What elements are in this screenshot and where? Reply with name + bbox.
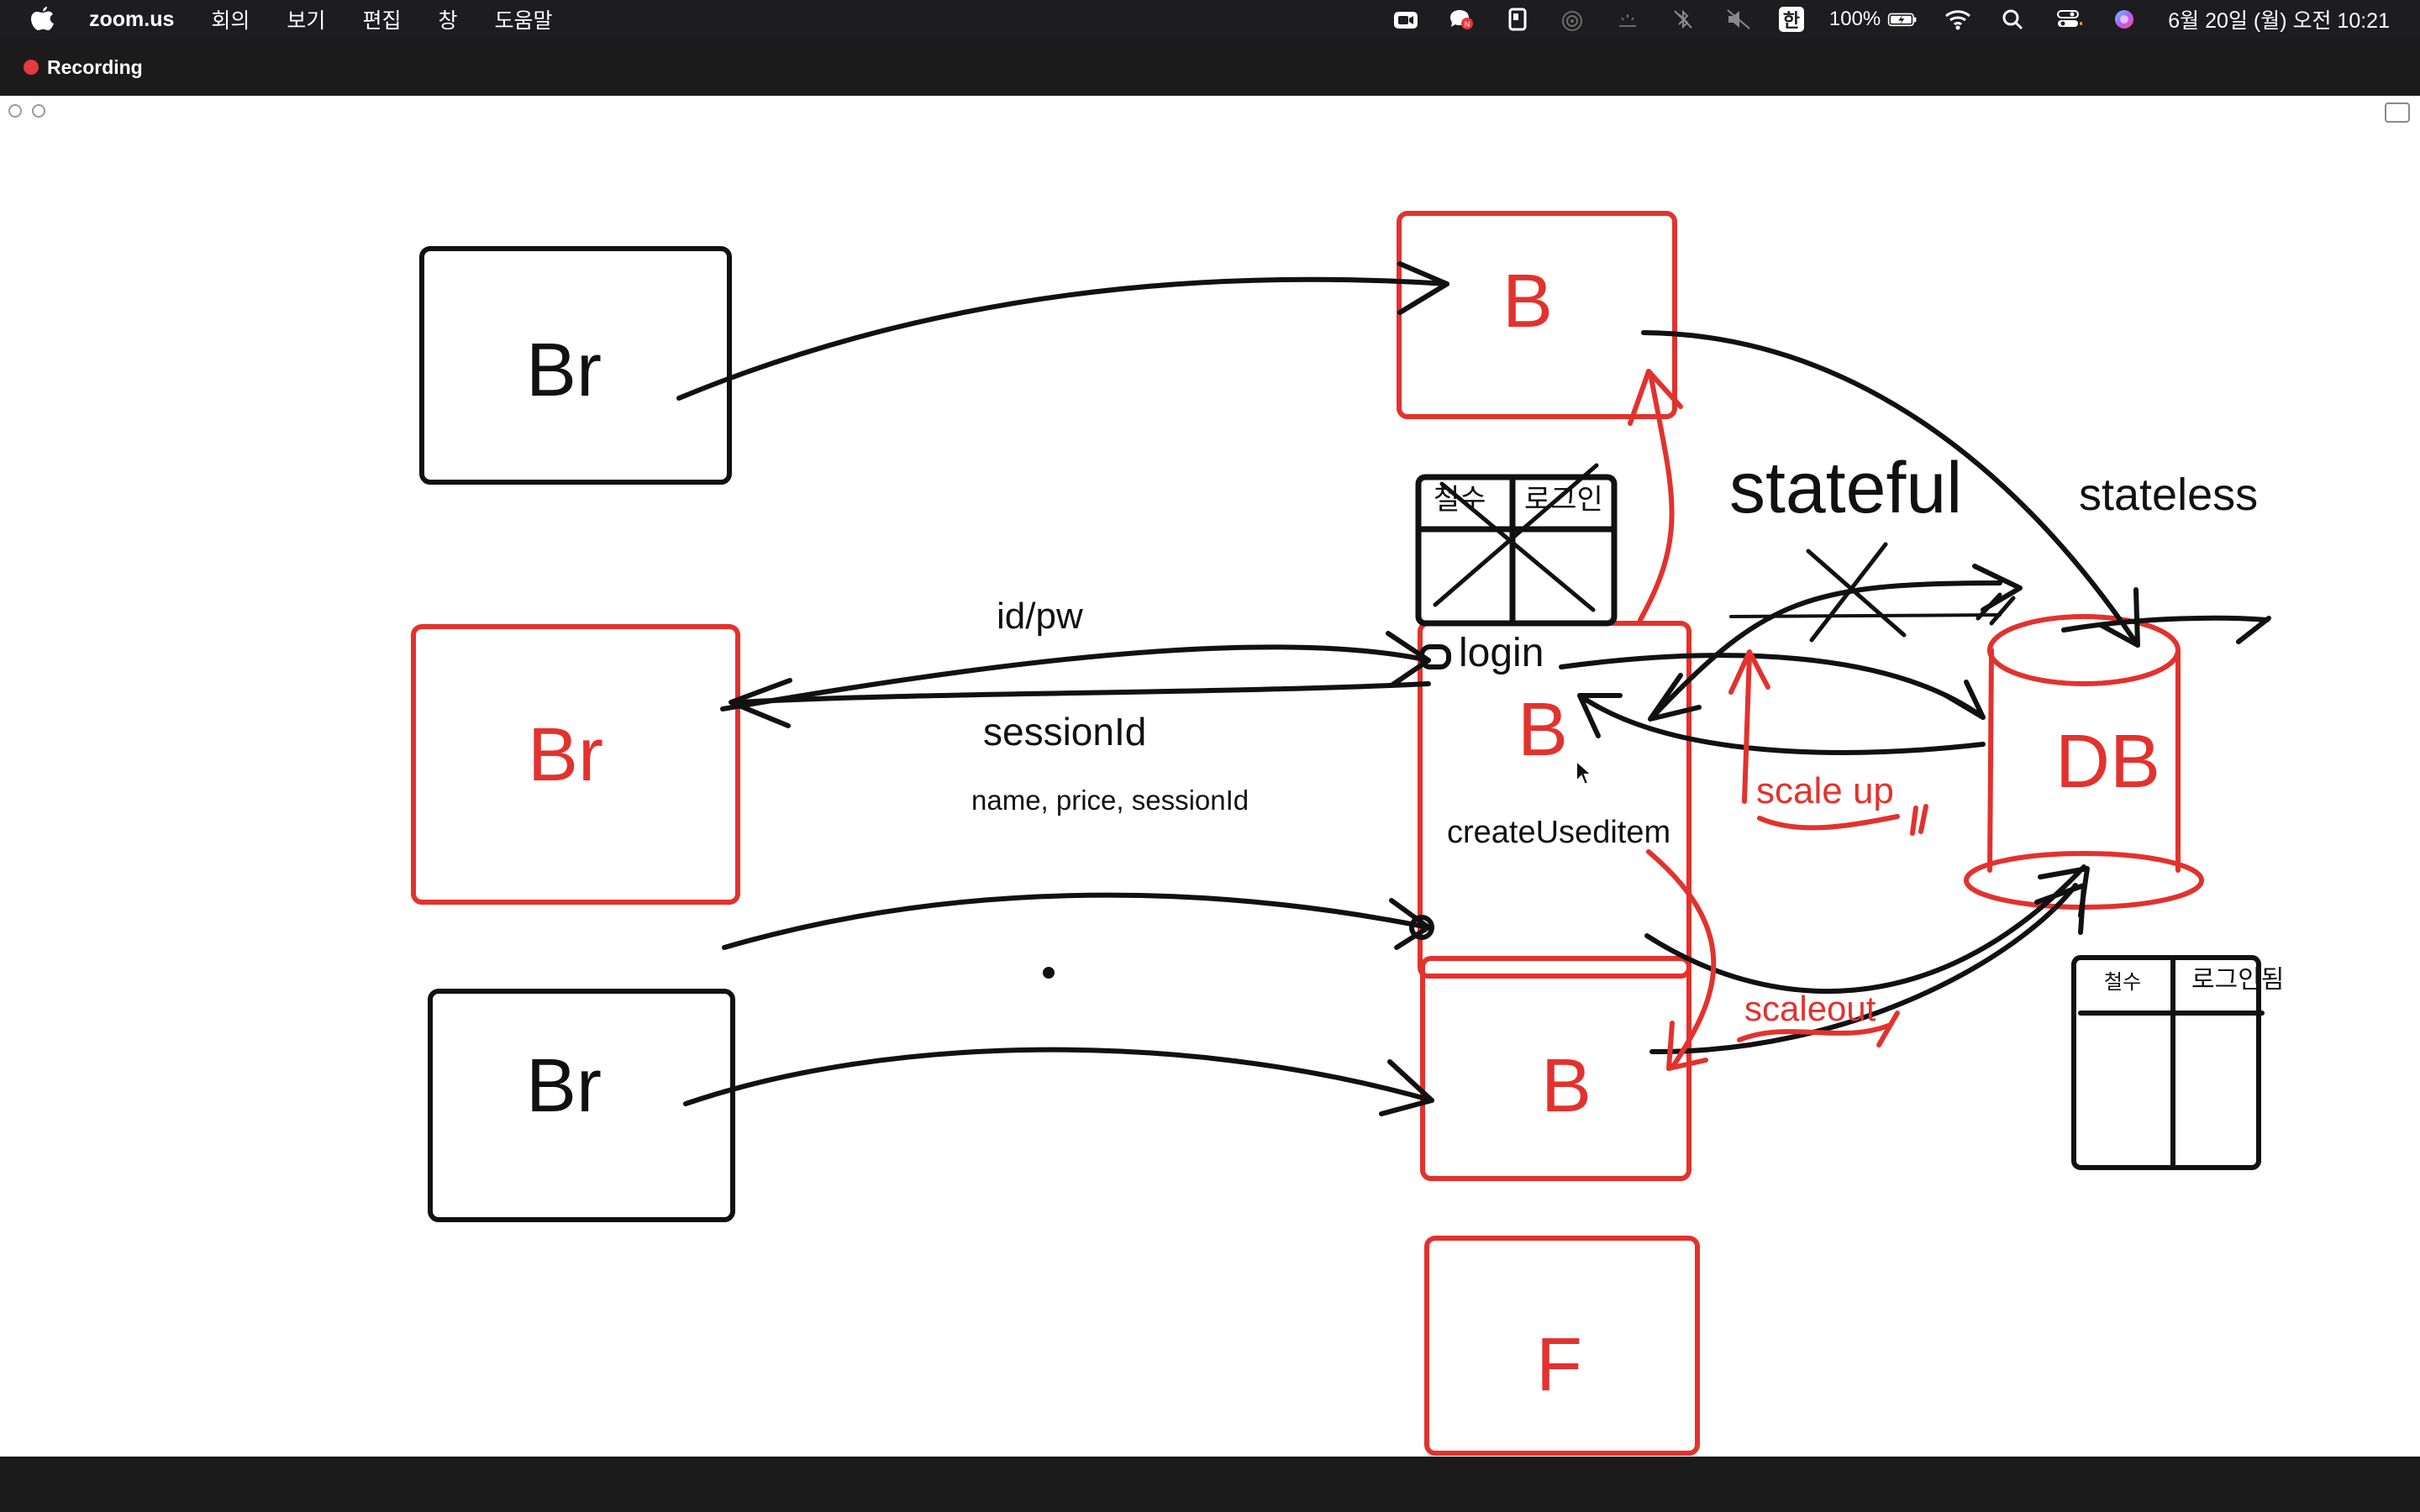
browser-label-bottom: Br	[526, 1044, 602, 1128]
arrow-db-to-login	[1577, 693, 1986, 755]
arrow-scale-out	[1646, 849, 1717, 1068]
scale-up-label: scale up	[1756, 770, 1894, 811]
scale-out-underline	[1737, 1022, 1893, 1042]
arrow-backend2-to-db	[1644, 864, 2086, 994]
arrow-backend1-to-db	[1641, 330, 2140, 648]
table-crossed-col1: 철수	[1434, 484, 1486, 516]
bluetooth-off-icon[interactable]	[1668, 7, 1698, 32]
backend-label-middle: B	[1518, 688, 1569, 772]
window-minimize-icon[interactable]	[32, 104, 45, 118]
clock[interactable]: 6월 20일 (월) 오전 10:21	[2168, 9, 2390, 33]
arrow-sessionid-response	[737, 681, 1431, 705]
login-label: login	[1459, 631, 1544, 675]
app-name-menu[interactable]: zoom.us	[89, 7, 175, 31]
mute-icon[interactable]	[1723, 7, 1754, 32]
menu-help[interactable]: 도움말	[494, 9, 553, 33]
battery-charging-icon[interactable]	[1887, 7, 1918, 32]
arrow-backend3-to-db	[1649, 883, 2078, 1055]
whiteboard-canvas[interactable]: Br Br Br B B B F DB 철수 로그인 철수 로그인됨 id/pw…	[0, 96, 2420, 1457]
mouse-cursor-icon	[1576, 759, 1593, 786]
frontend-label: F	[1536, 1323, 1582, 1407]
session-table-crossed	[1415, 463, 1618, 627]
browser-label-middle: Br	[528, 713, 603, 797]
backend-box-top	[1397, 211, 1677, 419]
arrow-create-item-request	[722, 892, 1431, 950]
chat-icon[interactable]: N	[1446, 7, 1476, 32]
backend-box-bottom	[1420, 956, 1691, 1181]
backend-box-middle	[1418, 621, 1691, 979]
create-item-label: createUseditem	[1447, 815, 1671, 850]
arrow-browser1-to-backend1	[676, 276, 1449, 401]
svg-text:N: N	[1465, 20, 1470, 29]
stateful-label: stateful	[1729, 448, 1963, 528]
battery-percentage: 100%	[1828, 8, 1881, 30]
menu-edit[interactable]: 편집	[362, 9, 402, 33]
scale-out-label: scaleout	[1744, 989, 1876, 1028]
name-price-label: name, price, sessionId	[971, 785, 1249, 816]
zoom-recording-bar: Recording	[0, 39, 2420, 96]
session-table-new	[2071, 955, 2265, 1170]
menu-window[interactable]: 창	[438, 9, 458, 33]
menu-view[interactable]: 보기	[287, 9, 326, 33]
apple-icon[interactable]	[30, 5, 55, 34]
zoom-video-icon[interactable]	[1391, 7, 1421, 32]
recording-label: Recording	[47, 55, 143, 78]
arrow-scale-up-mid	[1742, 651, 1752, 804]
browser-label-top: Br	[526, 328, 602, 412]
whiteboard-drawing	[411, 211, 2271, 1456]
table-crossed-col2: 로그인	[1524, 484, 1603, 516]
table-new-col2: 로그인됨	[2191, 966, 2285, 994]
recording-dot-icon	[24, 60, 39, 75]
browser-box-top	[419, 246, 732, 485]
arrow-stateful-to-stateless	[1653, 580, 2002, 717]
db-label: DB	[2055, 720, 2161, 804]
spotlight-search-icon[interactable]	[1998, 7, 2028, 32]
siri-icon[interactable]	[2109, 7, 2139, 32]
window-close-icon[interactable]	[8, 104, 22, 118]
brightness-icon[interactable]	[1612, 7, 1643, 32]
arrow-login-to-db	[1559, 653, 1986, 720]
document-icon[interactable]	[1502, 7, 1532, 32]
recording-indicator[interactable]: Recording	[24, 39, 143, 96]
database-cylinder	[1964, 614, 2204, 910]
arrow-browser3-to-backend3	[683, 1047, 1434, 1106]
backend-label-top: B	[1502, 260, 1554, 344]
session-id-label: sessionId	[983, 710, 1147, 753]
backend-label-bottom: B	[1541, 1044, 1592, 1128]
airdrop-icon[interactable]	[1557, 7, 1587, 32]
id-pw-label: id/pw	[997, 596, 1083, 637]
browser-box-middle	[411, 624, 740, 905]
input-method-indicator[interactable]: 한	[1778, 7, 1804, 32]
browser-box-bottom	[428, 989, 735, 1222]
macos-menu-bar: zoom.us 회의 보기 편집 창 도움말 N 한 100%	[0, 0, 2420, 39]
expand-icon[interactable]	[2385, 102, 2410, 123]
control-center-icon[interactable]	[2054, 7, 2084, 32]
menu-meeting[interactable]: 회의	[211, 9, 250, 33]
stateless-label: stateless	[2079, 470, 2259, 520]
scale-up-underline	[1757, 814, 1900, 831]
table-new-col1: 철수	[2104, 971, 2142, 994]
frontend-box	[1424, 1236, 1700, 1456]
wifi-icon[interactable]	[1943, 7, 1973, 32]
arrow-scale-up	[1638, 370, 1675, 622]
arrow-idpw-request	[720, 644, 1431, 711]
zoom-bottom-bar	[0, 1457, 2420, 1512]
